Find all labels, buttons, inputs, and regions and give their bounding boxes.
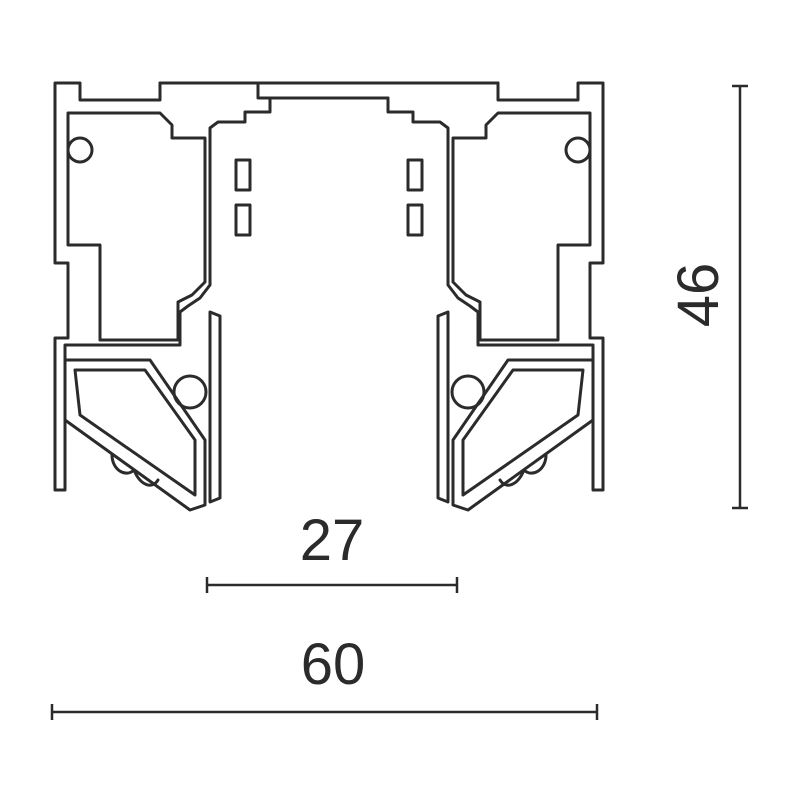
profile-left-pin-top bbox=[234, 158, 252, 192]
profile-right-lip-inner bbox=[461, 368, 585, 497]
profile-left-pin-bottom bbox=[234, 203, 252, 237]
profile-left-spring-ring bbox=[172, 374, 208, 410]
profile-right-lower-lip bbox=[451, 358, 595, 512]
profile-right-spring-ring bbox=[450, 374, 486, 410]
dimension-overall-height: 46 bbox=[666, 84, 748, 510]
profile-left-lip-inner bbox=[73, 368, 197, 497]
profile-left-half bbox=[53, 81, 402, 512]
profile-left-screw-channel bbox=[66, 136, 94, 164]
profile-right-pin-top bbox=[406, 158, 424, 192]
profile-left-contact-blade bbox=[208, 310, 222, 504]
profile-right-cavity bbox=[451, 111, 592, 342]
profile-left-clip bbox=[110, 453, 160, 487]
dimension-width-label: 60 bbox=[301, 632, 366, 697]
profile-right-screw-channel bbox=[564, 136, 592, 164]
profile-right-contact-blade bbox=[436, 310, 450, 504]
profile-top-bridge bbox=[262, 84, 396, 97]
profile-right-clip bbox=[498, 453, 548, 487]
dimension-opening-label: 27 bbox=[300, 508, 365, 573]
dimension-height-label: 46 bbox=[666, 263, 731, 328]
dimension-overall-width: 60 bbox=[50, 632, 599, 720]
dimension-opening: 27 bbox=[205, 508, 459, 593]
profile-left-lower-lip bbox=[63, 358, 207, 512]
profile-right-pin-bottom bbox=[406, 203, 424, 237]
profile-right-half bbox=[256, 81, 605, 512]
profile-left-cavity bbox=[66, 111, 207, 342]
